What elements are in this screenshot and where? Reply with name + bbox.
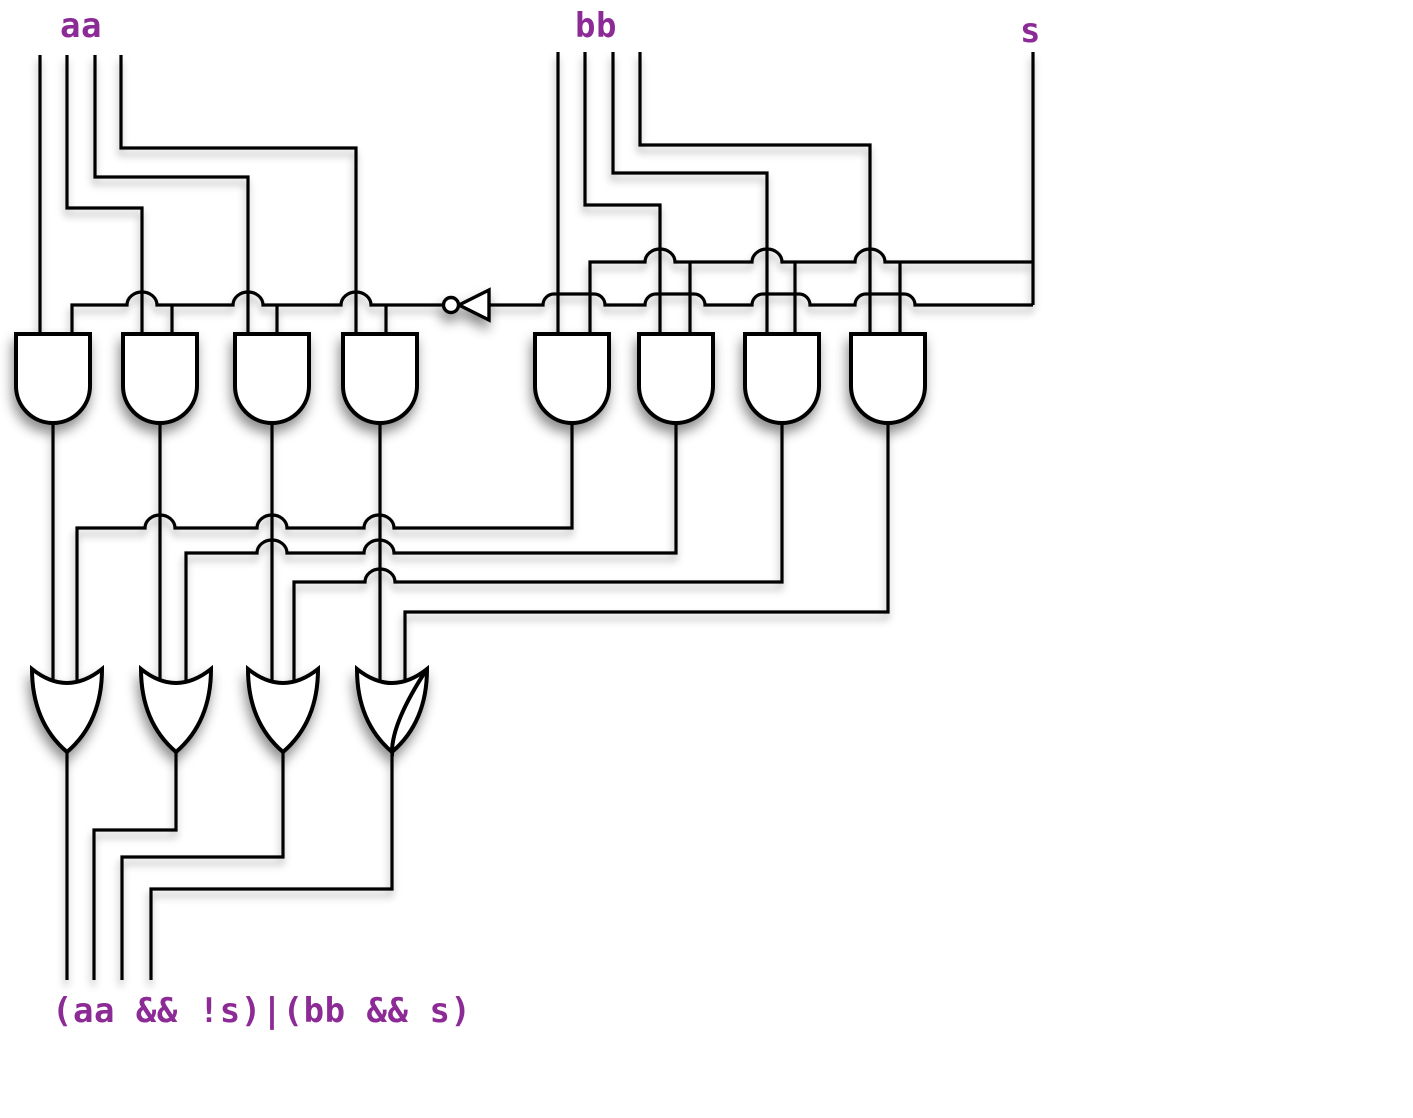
wire-and6-route bbox=[184, 424, 678, 684]
and-gate-2 bbox=[121, 332, 199, 425]
or-gate-3 bbox=[245, 664, 321, 755]
wire-nots-distribution bbox=[70, 290, 442, 340]
labels-layer: aa bb s (aa && !s)|(bb && s) bbox=[52, 6, 1041, 1031]
input-label-s: s bbox=[1020, 11, 1041, 51]
wire-or4-out bbox=[149, 750, 394, 980]
wire-or2-out bbox=[92, 750, 178, 980]
wire-and8-route bbox=[403, 424, 890, 684]
and-gate-4 bbox=[341, 332, 419, 425]
wire-aa-bit3 bbox=[119, 55, 358, 340]
wire-and5-route bbox=[75, 424, 574, 684]
or-gate-4 bbox=[354, 664, 430, 757]
wire-aa-bit2 bbox=[93, 55, 250, 340]
wire-or3-out bbox=[120, 750, 285, 980]
and-gate-6 bbox=[637, 332, 715, 425]
input-label-aa: aa bbox=[60, 6, 102, 46]
wire-aa-bit1 bbox=[65, 55, 144, 340]
wire-s-distribution bbox=[588, 247, 1033, 340]
gates-layer bbox=[14, 287, 927, 757]
wire-not-input bbox=[489, 292, 1033, 307]
and-gate-3 bbox=[233, 332, 311, 425]
or-gate-2 bbox=[138, 664, 214, 755]
not-gate-bubble bbox=[441, 295, 461, 315]
and-gate-5 bbox=[533, 332, 611, 425]
wire-bb-bit3 bbox=[638, 52, 872, 340]
and-gate-1 bbox=[14, 332, 92, 425]
input-label-bb: bb bbox=[575, 6, 617, 46]
and-gate-7 bbox=[743, 332, 821, 425]
or-gate-1 bbox=[29, 664, 105, 755]
wire-bb-bit1 bbox=[583, 52, 662, 340]
and-gate-8 bbox=[849, 332, 927, 425]
wire-bb-bit2 bbox=[611, 52, 769, 340]
not-gate-triangle bbox=[455, 287, 491, 323]
wires-layer bbox=[38, 52, 1035, 980]
output-expression-label: (aa && !s)|(bb && s) bbox=[52, 991, 471, 1031]
wire-and7-route bbox=[292, 424, 784, 684]
